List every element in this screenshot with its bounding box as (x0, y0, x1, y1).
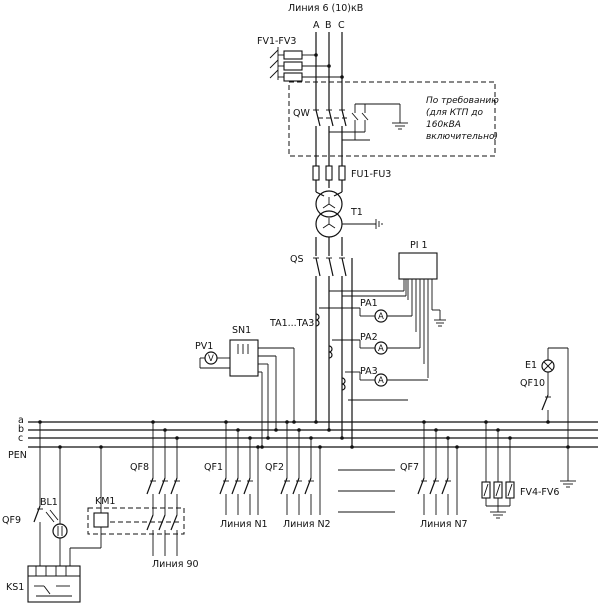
contactor-km1 (70, 445, 185, 549)
line-n1-label: Линия N1 (220, 519, 268, 530)
ammeter-pa1-symbol: A (378, 312, 384, 322)
switch-sn-label: SN1 (232, 325, 251, 336)
block-ks-label: KS1 (6, 582, 24, 593)
incoming-line-label: Линия 6 (10)кВ (288, 3, 363, 14)
surge-arresters-fv1-fv3 (269, 47, 342, 82)
line-90-label: Линия 90 (152, 559, 199, 570)
meter-pi-label: PI 1 (410, 240, 428, 251)
transformer-label: T1 (350, 207, 363, 218)
fuses-top-label: FV1-FV3 (257, 36, 296, 47)
lamp-label: E1 (525, 360, 537, 371)
line-n7-label: Линия N7 (420, 519, 468, 530)
current-transformers (315, 307, 408, 401)
breaker-qf2-label: QF2 (265, 462, 284, 473)
surge-arresters-label: FV4-FV6 (520, 487, 559, 498)
incoming-conductors (314, 32, 344, 110)
switch-qs (313, 257, 353, 447)
block-ks1 (27, 565, 81, 603)
ammeter-pa3-label: PA3 (360, 366, 378, 377)
svg-text:160кВА: 160кВА (426, 120, 461, 130)
photo-relay-bl1 (45, 445, 68, 566)
busbars (28, 420, 598, 449)
voltmeter-label: PV1 (195, 341, 213, 352)
bus-pen-label: PEN (8, 450, 27, 461)
breaker-qf9 (33, 420, 71, 566)
bus-a-label: a (18, 415, 24, 426)
ammeter-pa3-symbol: A (378, 376, 384, 386)
svg-text:(для КТП до: (для КТП до (426, 108, 483, 118)
feeder-qf2 (280, 420, 322, 515)
surge-arresters-fv4-fv6 (481, 420, 515, 519)
breaker-qf1-label: QF1 (204, 462, 223, 473)
ammeter-pa2-label: PA2 (360, 332, 378, 343)
note-text: По требованию (для КТП до 160кВА включит… (426, 96, 499, 142)
switch-qw-label: QW (293, 108, 310, 119)
meter-wiring (329, 279, 446, 378)
voltmeter-switch-sn1 (199, 339, 295, 447)
voltmeter-symbol: V (208, 354, 214, 364)
lamp-e1-circuit (541, 347, 576, 488)
switch-qs-label: QS (290, 254, 304, 265)
line-n2-label: Линия N2 (283, 519, 331, 530)
transformer-t1 (315, 190, 383, 256)
contactor-label: KM1 (95, 496, 115, 507)
current-transformers-label: TA1...TA3 (269, 318, 314, 329)
disconnector-qw (313, 103, 408, 170)
fuses-fu-label: FU1-FU3 (351, 169, 391, 180)
feeder-qf1 (219, 420, 260, 515)
meter-pi1 (398, 252, 438, 280)
ammeter-pa2-symbol: A (378, 344, 384, 354)
feeder-qf8 (110, 420, 180, 556)
fuses-fu1-fu3 (312, 165, 346, 197)
breaker-qf9-label: QF9 (2, 515, 21, 526)
phase-label-a: A (313, 20, 320, 31)
omitted-feeders-dashes (338, 469, 395, 513)
breaker-qf7-label: QF7 (400, 462, 419, 473)
feeder-qf7 (417, 420, 459, 515)
breaker-qf8-label: QF8 (130, 462, 149, 473)
svg-text:включительно): включительно) (426, 132, 498, 142)
phase-label-b: B (325, 20, 332, 31)
phase-label-c: C (338, 20, 345, 31)
bus-b-label: b (18, 424, 24, 435)
optional-section-box (288, 81, 496, 157)
breaker-qf10-label: QF10 (520, 378, 545, 389)
bus-c-label: c (18, 433, 23, 444)
ammeter-pa1-label: PA1 (360, 298, 378, 309)
svg-text:По требованию: По требованию (426, 96, 499, 106)
photo-relay-label: BL1 (40, 497, 58, 508)
